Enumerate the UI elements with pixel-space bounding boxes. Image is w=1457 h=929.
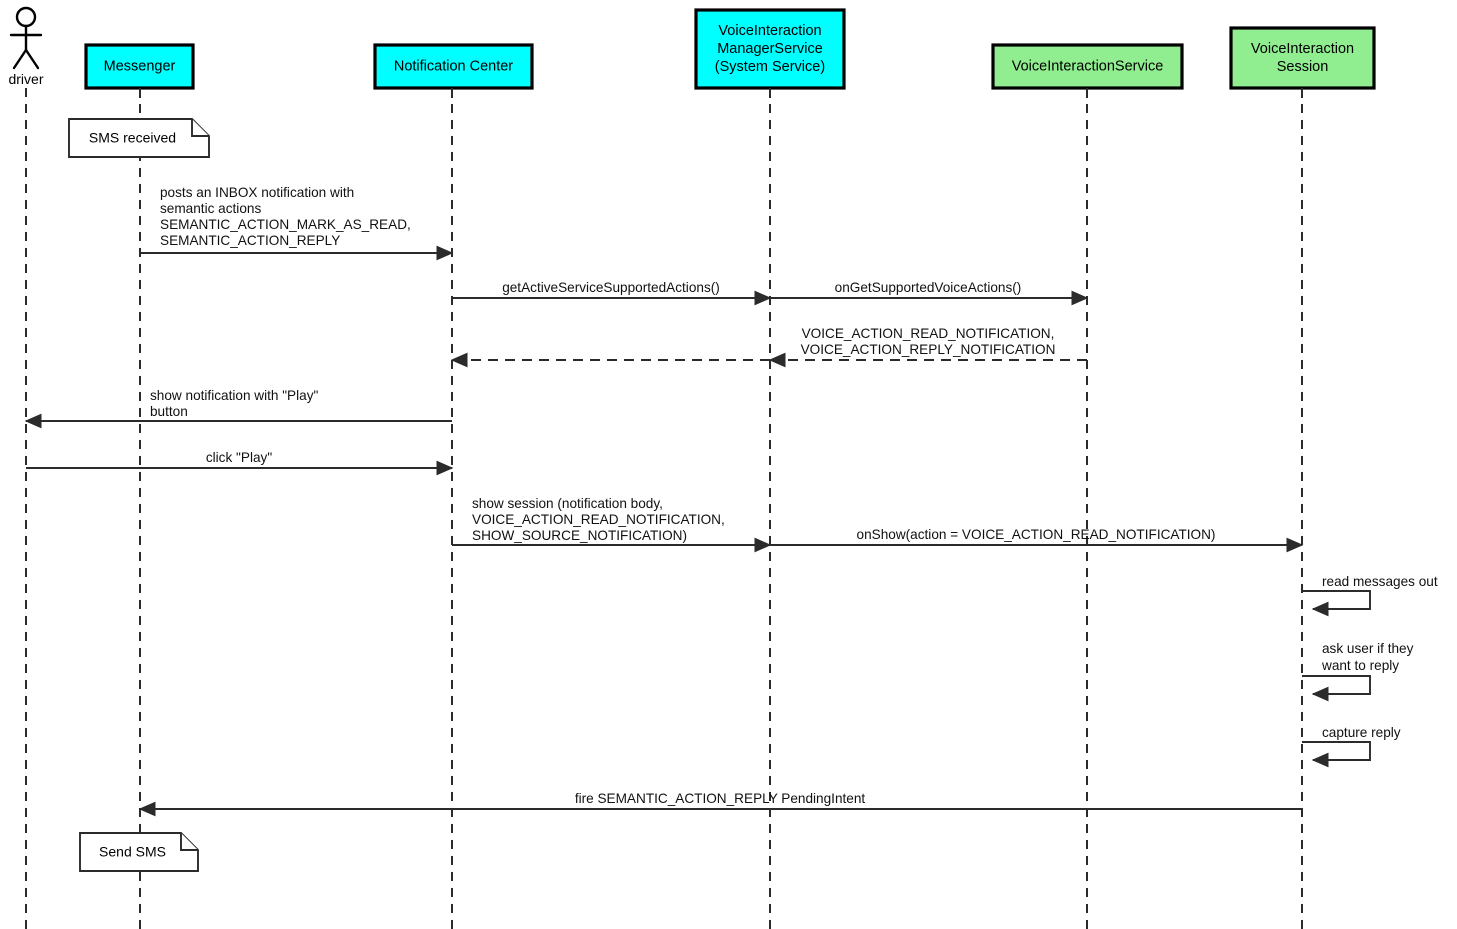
participant-label-vis: VoiceInteractionService <box>1012 58 1164 74</box>
self-message-loop-self-read-messages-out <box>1302 590 1371 617</box>
message-label-msg-voice-actions-return-to-vims: VOICE_ACTION_REPLY_NOTIFICATION <box>801 342 1056 357</box>
self-message-label-self-ask-user-reply: want to reply <box>1321 658 1399 673</box>
participant-box-vis[interactable] <box>991 43 1184 90</box>
participant-box-notification_center[interactable] <box>373 43 534 90</box>
message-label-msg-fire-pending-intent: fire SEMANTIC_ACTION_REPLY PendingIntent <box>575 791 866 806</box>
participant-notification_center[interactable]: Notification Center <box>373 43 534 98</box>
participant-label-notification_center: Notification Center <box>394 58 513 74</box>
message-label-msg-show-session: VOICE_ACTION_READ_NOTIFICATION, <box>472 512 725 527</box>
messages-layer: posts an INBOX notification withsemantic… <box>24 185 1304 817</box>
message-msg-voice-actions-return-to-vims[interactable]: VOICE_ACTION_READ_NOTIFICATION,VOICE_ACT… <box>768 326 1087 368</box>
participant-box-session[interactable] <box>1229 26 1376 90</box>
message-msg-show-notification[interactable]: show notification with "Play"button <box>24 388 452 429</box>
message-label-msg-show-session: show session (notification body, <box>472 496 663 511</box>
message-label-msg-on-get-supported-voice-actions: onGetSupportedVoiceActions() <box>835 280 1022 295</box>
message-msg-click-play[interactable]: click "Play" <box>26 450 454 476</box>
message-label-msg-post-notification: posts an INBOX notification with <box>160 185 354 200</box>
message-label-msg-get-active-service-supported-actions: getActiveServiceSupportedActions() <box>502 280 720 295</box>
self-message-loop-self-capture-reply <box>1302 741 1371 768</box>
message-msg-fire-pending-intent[interactable]: fire SEMANTIC_ACTION_REPLY PendingIntent <box>138 791 1302 817</box>
self-message-label-self-capture-reply: capture reply <box>1322 725 1401 740</box>
message-label-msg-post-notification: semantic actions <box>160 201 261 216</box>
note-sms-received[interactable]: SMS received <box>68 118 210 158</box>
message-msg-on-get-supported-voice-actions[interactable]: onGetSupportedVoiceActions() <box>770 280 1089 306</box>
note-body <box>79 832 199 872</box>
participant-label-vims: (System Service) <box>715 59 825 75</box>
participants-layer: Messenger Notification Center VoiceInterac… <box>8 6 1376 98</box>
actor-label-driver: driver <box>8 71 43 87</box>
note-label: SMS received <box>89 130 176 146</box>
participant-label-vims: ManagerService <box>717 41 823 57</box>
message-msg-on-show[interactable]: onShow(action = VOICE_ACTION_READ_NOTIFI… <box>770 527 1304 553</box>
message-msg-show-session[interactable]: show session (notification body,VOICE_AC… <box>452 496 772 553</box>
message-label-msg-click-play: click "Play" <box>206 450 272 465</box>
message-label-msg-voice-actions-return-to-vims: VOICE_ACTION_READ_NOTIFICATION, <box>802 326 1055 341</box>
self-message-label-self-ask-user-reply: ask user if they <box>1322 641 1414 656</box>
participant-label-vims: VoiceInteraction <box>718 23 821 39</box>
self-message-self-read-messages-out[interactable]: read messages out <box>1302 574 1438 617</box>
participant-box-messenger[interactable] <box>84 43 195 90</box>
actor-driver[interactable]: driver <box>8 6 44 87</box>
note-body <box>68 118 210 158</box>
participant-messenger[interactable]: Messenger <box>84 43 195 98</box>
note-fold-corner-icon <box>191 119 209 137</box>
self-message-loop-self-ask-user-reply <box>1302 675 1371 702</box>
participant-box-vims[interactable] <box>694 8 846 90</box>
self-message-self-ask-user-reply[interactable]: ask user if they want to reply <box>1302 641 1414 702</box>
message-label-msg-show-session: SHOW_SOURCE_NOTIFICATION) <box>472 528 687 543</box>
message-label-msg-on-show: onShow(action = VOICE_ACTION_READ_NOTIFI… <box>857 527 1216 542</box>
lifelines-layer <box>25 88 1303 929</box>
message-label-msg-post-notification: SEMANTIC_ACTION_REPLY <box>160 233 340 248</box>
self-message-label-self-read-messages-out: read messages out <box>1322 574 1438 589</box>
actor-leg-left <box>12 48 28 70</box>
message-label-msg-post-notification: SEMANTIC_ACTION_MARK_AS_READ, <box>160 217 411 232</box>
note-fold-corner-icon <box>180 833 198 851</box>
participant-label-messenger: Messenger <box>104 58 176 74</box>
participant-label-session: Session <box>1277 59 1329 75</box>
message-msg-post-notification[interactable]: posts an INBOX notification withsemantic… <box>140 185 454 261</box>
message-msg-get-active-service-supported-actions[interactable]: getActiveServiceSupportedActions() <box>452 280 772 306</box>
participant-label-session: VoiceInteraction <box>1251 41 1354 57</box>
self-messages-layer: read messages out ask user if they want to… <box>1302 574 1438 768</box>
actor-head-icon <box>15 6 37 28</box>
self-message-self-capture-reply[interactable]: capture reply <box>1302 725 1401 768</box>
note-send-sms[interactable]: Send SMS <box>79 832 199 872</box>
participant-vis[interactable]: VoiceInteractionService <box>991 43 1184 98</box>
message-label-msg-show-notification: button <box>150 404 188 419</box>
message-label-msg-show-notification: show notification with "Play" <box>150 388 318 403</box>
actor-leg-right <box>24 48 40 70</box>
note-label: Send SMS <box>99 844 166 860</box>
